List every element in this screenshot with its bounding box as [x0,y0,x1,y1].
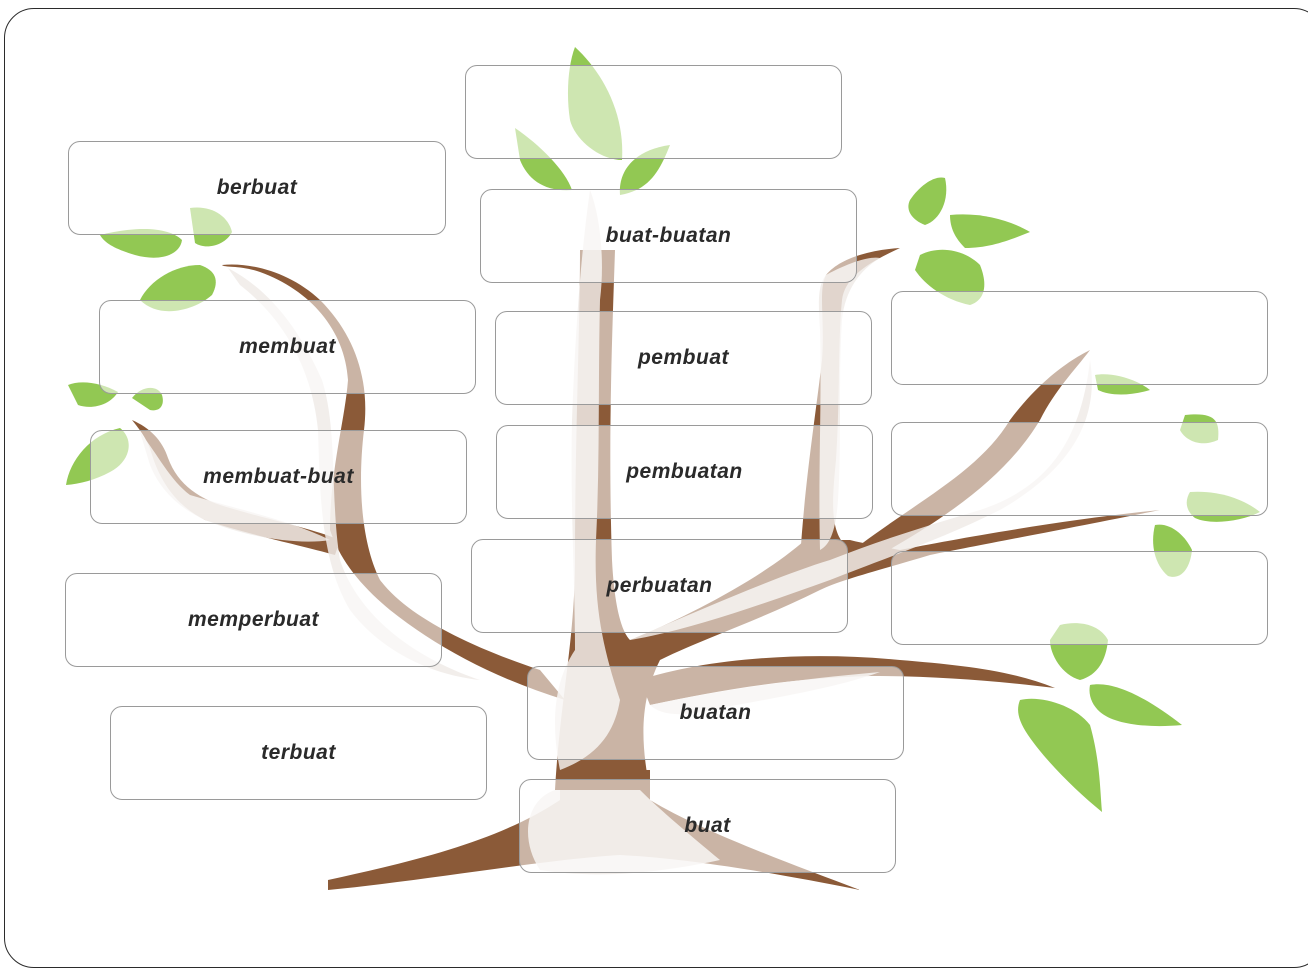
word-box-right-3[interactable] [891,551,1268,645]
word-label: membuat-buat [203,465,354,488]
word-label: pembuatan [626,460,743,483]
word-label: terbuat [261,741,336,764]
word-label: buat [684,814,731,837]
word-box-membuat-buat[interactable]: membuat-buat [90,430,467,524]
word-box-berbuat[interactable]: berbuat [68,141,446,235]
word-label: buat-buatan [605,224,732,247]
word-box-buatan[interactable]: buatan [527,666,904,760]
word-box-terbuat[interactable]: terbuat [110,706,487,800]
word-label: buatan [679,701,752,724]
word-box-buat[interactable]: buat [519,779,896,873]
word-box-right-1[interactable] [891,291,1268,385]
word-box-membuat[interactable]: membuat [99,300,476,394]
word-label: perbuatan [606,574,713,597]
word-box-pembuatan[interactable]: pembuatan [496,425,873,519]
word-label: berbuat [216,176,298,199]
word-box-right-2[interactable] [891,422,1268,516]
word-box-buat-buatan[interactable]: buat-buatan [480,189,857,283]
word-box-perbuatan[interactable]: perbuatan [471,539,848,633]
word-label: memperbuat [187,608,320,631]
word-box-top-center[interactable] [465,65,842,159]
word-label: membuat [239,335,336,358]
word-label: pembuat [637,346,729,369]
word-box-pembuat[interactable]: pembuat [495,311,872,405]
word-box-memperbuat[interactable]: memperbuat [65,573,442,667]
